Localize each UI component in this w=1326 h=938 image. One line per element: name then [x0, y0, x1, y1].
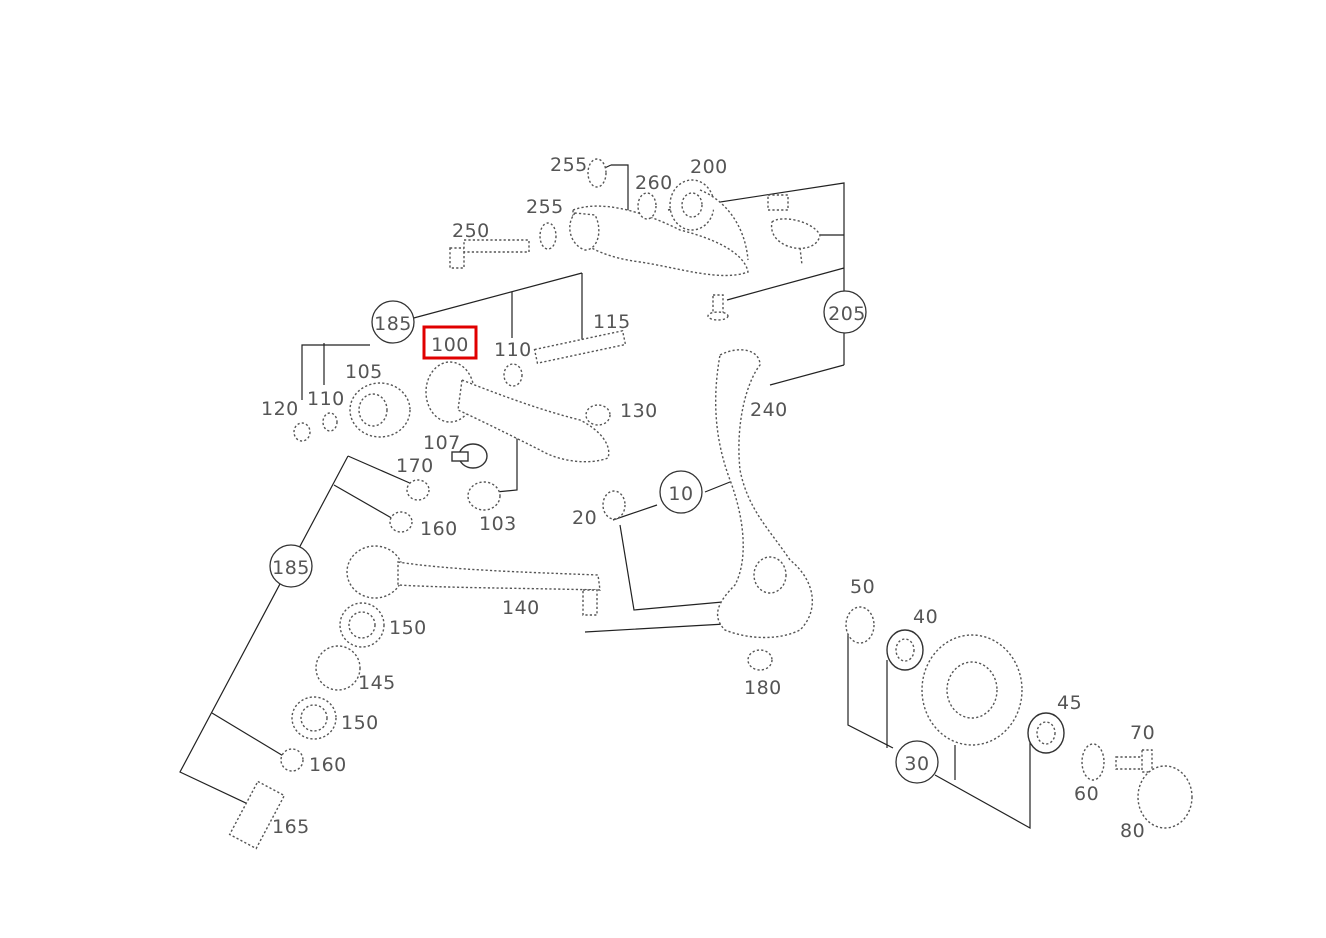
label-110-left[interactable]: 110 [307, 388, 345, 410]
label-100-highlighted[interactable]: 100 [422, 325, 478, 360]
label-150-bottom[interactable]: 150 [341, 712, 379, 734]
screw-205[interactable] [707, 294, 729, 321]
label-110-top[interactable]: 110 [494, 339, 532, 361]
label-107[interactable]: 107 [423, 432, 461, 454]
svg-text:10: 10 [668, 483, 693, 505]
label-60[interactable]: 60 [1074, 783, 1099, 805]
group-label-205[interactable]: 205 [823, 290, 867, 334]
label-45[interactable]: 45 [1057, 692, 1082, 714]
label-255-mid[interactable]: 255 [526, 196, 564, 218]
group-label-185-bottom[interactable]: 185 [269, 544, 313, 588]
svg-text:205: 205 [828, 303, 866, 325]
bolt-250[interactable] [449, 239, 530, 269]
label-20[interactable]: 20 [572, 507, 597, 529]
label-120[interactable]: 120 [261, 398, 299, 420]
part-labels: 255 255 260 200 250 110 115 105 120 110 … [261, 154, 1155, 842]
svg-text:185: 185 [272, 557, 310, 579]
label-115[interactable]: 115 [593, 311, 631, 333]
label-160-bottom[interactable]: 160 [309, 754, 347, 776]
label-260[interactable]: 260 [635, 172, 673, 194]
label-160-top[interactable]: 160 [420, 518, 458, 540]
svg-text:100: 100 [431, 334, 469, 356]
label-170[interactable]: 170 [396, 455, 434, 477]
label-250[interactable]: 250 [452, 220, 490, 242]
label-240[interactable]: 240 [750, 399, 788, 421]
label-200[interactable]: 200 [690, 156, 728, 178]
label-130[interactable]: 130 [620, 400, 658, 422]
group-label-185-top[interactable]: 185 [371, 300, 415, 344]
label-140[interactable]: 140 [502, 597, 540, 619]
group-label-30[interactable]: 30 [895, 740, 939, 784]
label-50[interactable]: 50 [850, 576, 875, 598]
label-80[interactable]: 80 [1120, 820, 1145, 842]
label-70[interactable]: 70 [1130, 722, 1155, 744]
label-180[interactable]: 180 [744, 677, 782, 699]
ball-joint-upper[interactable] [767, 194, 821, 266]
svg-text:30: 30 [904, 753, 929, 775]
label-40[interactable]: 40 [913, 606, 938, 628]
steering-knuckle[interactable] [715, 349, 814, 671]
label-105[interactable]: 105 [345, 361, 383, 383]
label-150-top[interactable]: 150 [389, 617, 427, 639]
lower-arm-front[interactable] [293, 329, 627, 533]
lower-arm-rear[interactable] [228, 545, 601, 850]
label-255-top[interactable]: 255 [550, 154, 588, 176]
label-145[interactable]: 145 [358, 672, 396, 694]
svg-text:185: 185 [374, 313, 412, 335]
label-165[interactable]: 165 [272, 816, 310, 838]
label-103[interactable]: 103 [479, 513, 517, 535]
wheel-hub[interactable] [845, 606, 1193, 829]
upper-control-arm[interactable] [569, 179, 749, 277]
washers-255-260[interactable] [539, 158, 657, 250]
group-label-10[interactable]: 10 [659, 470, 703, 514]
